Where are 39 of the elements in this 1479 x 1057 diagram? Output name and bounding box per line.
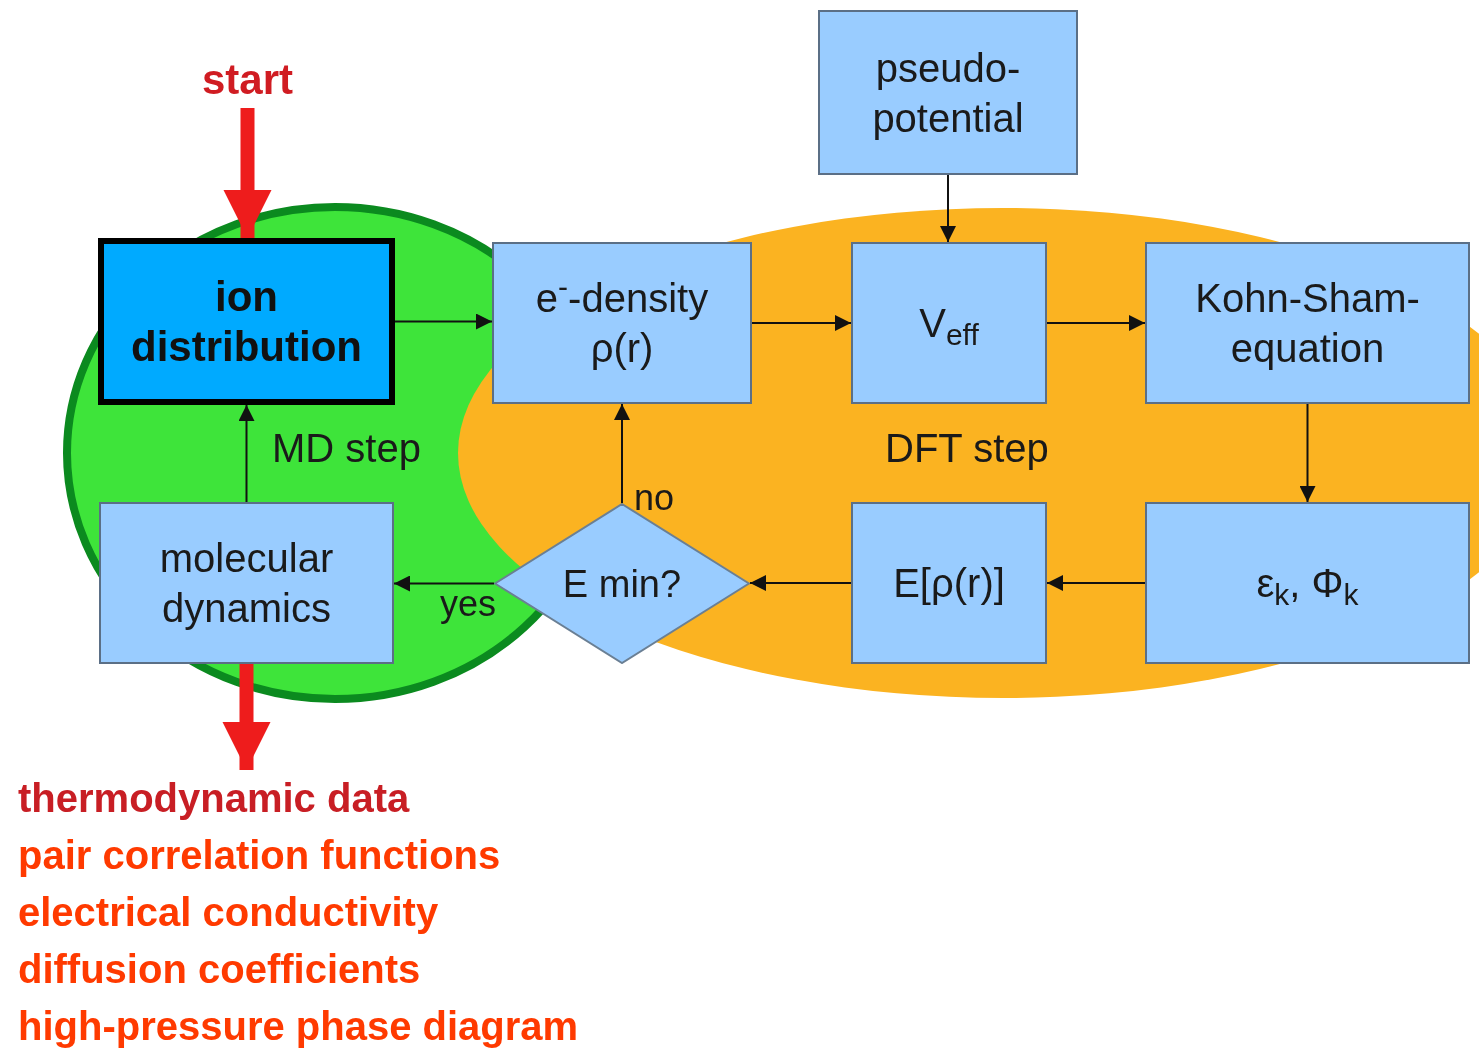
arrow [393, 575, 495, 592]
box-text: Kohn-Sham-equation [1194, 275, 1421, 372]
arrow [614, 403, 630, 504]
arrow [749, 575, 852, 591]
arrow [222, 664, 271, 770]
arrow [1046, 315, 1146, 331]
process-box [1145, 242, 1470, 404]
result-item: pair correlation functions [18, 832, 502, 879]
decision-text: E min? [562, 564, 682, 603]
region-label: MD step [272, 428, 421, 468]
box-text: pseudo-potential [871, 44, 1025, 142]
edge-label: yes [440, 586, 497, 622]
region-label: DFT step [885, 428, 1049, 468]
result-item: high-pressure phase diagram [18, 1003, 580, 1050]
start-label: start [201, 59, 293, 101]
arrow [223, 108, 272, 238]
arrow [394, 313, 493, 330]
box-text: E[ρ(r)] [892, 560, 1006, 607]
box-text: ε$_{k}$, Φ$_{k}$ [1255, 560, 1360, 608]
arrow [751, 315, 852, 331]
box-text: e$^{-}$-density ρ(r) [534, 273, 710, 372]
result-item: thermodynamic data [18, 775, 411, 822]
process-box [818, 10, 1078, 175]
box-text: V$_{eff}$ [918, 300, 980, 348]
arrow [1046, 575, 1146, 591]
result-item: diffusion coefficients [18, 946, 422, 993]
process-box [851, 242, 1047, 404]
box-text: ion distribution [130, 271, 363, 372]
process-box [851, 502, 1047, 664]
process-box [99, 502, 394, 664]
edge-label: no [634, 480, 675, 516]
arrow [940, 174, 956, 243]
arrow [1299, 403, 1316, 503]
process-box [492, 242, 752, 404]
start-box [98, 238, 395, 405]
box-text: molecular dynamics [158, 535, 335, 632]
process-box [1145, 502, 1470, 664]
result-item: electrical conductivity [18, 889, 440, 936]
arrow [238, 404, 255, 503]
